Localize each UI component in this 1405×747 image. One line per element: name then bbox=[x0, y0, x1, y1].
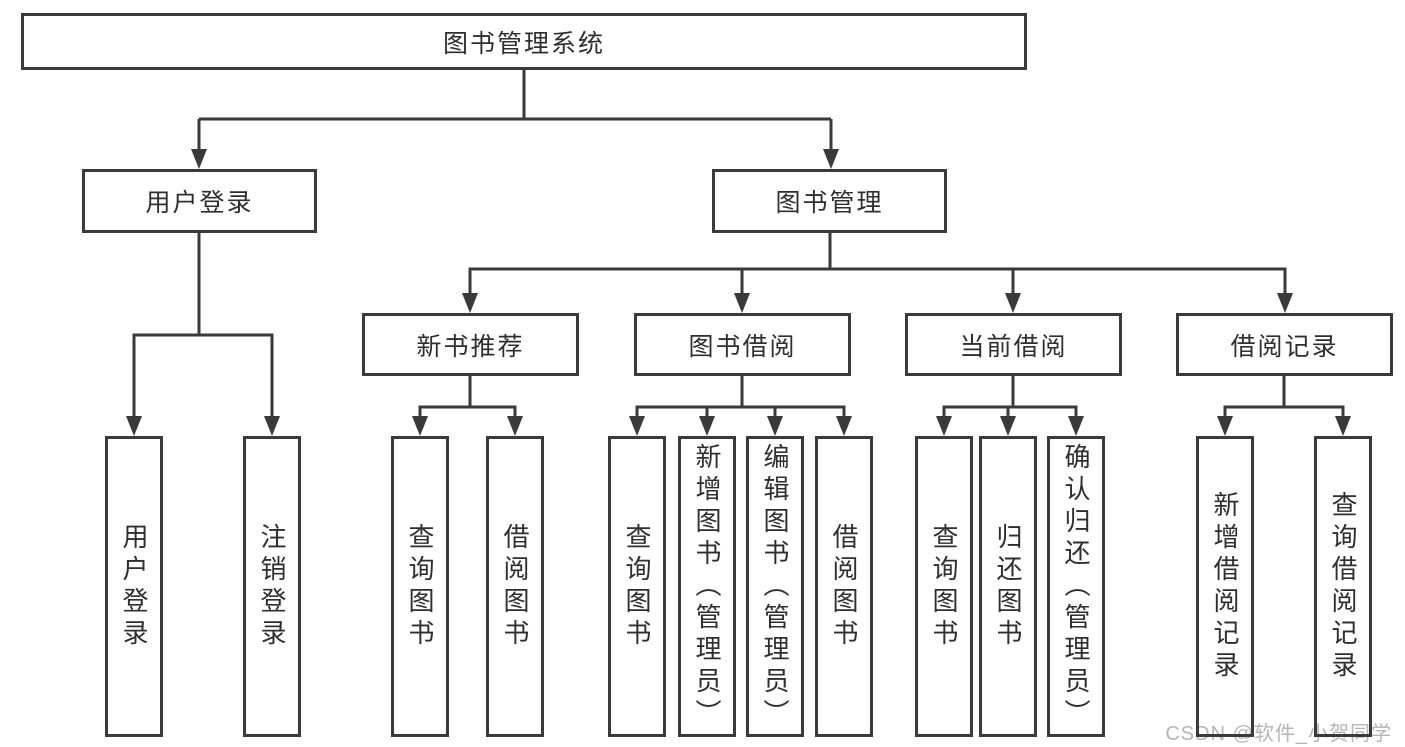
connector-current-borrow bbox=[942, 376, 1078, 417]
leaf-add-borrow-record: 新增借阅记录 bbox=[1196, 436, 1254, 737]
leaf-label: 查询图书 bbox=[929, 522, 959, 651]
connector-book-management bbox=[468, 233, 1287, 294]
leaf-label: 查询图书 bbox=[405, 522, 435, 651]
leaf-confirm-return-admin: 确认归还（管理员） bbox=[1047, 436, 1105, 737]
leaf-query-books-current: 查询图书 bbox=[915, 436, 973, 737]
arrowhead bbox=[699, 416, 715, 436]
arrowhead bbox=[836, 416, 852, 436]
leaf-label: 查询图书 bbox=[622, 522, 652, 651]
leaf-query-books-borrow: 查询图书 bbox=[608, 436, 666, 737]
arrowhead bbox=[462, 293, 478, 313]
leaf-label: 注销登录 bbox=[257, 522, 287, 651]
arrowhead bbox=[507, 416, 523, 436]
arrowhead bbox=[412, 416, 428, 436]
watermark: CSDN @软件_小贺同学 bbox=[1165, 723, 1392, 745]
node-borrow-records: 借阅记录 bbox=[1176, 313, 1393, 376]
leaf-label: 用户登录 bbox=[119, 522, 149, 651]
arrowhead bbox=[1277, 293, 1293, 313]
leaf-borrow-books-recommend: 借阅图书 bbox=[486, 436, 544, 737]
node-root: 图书管理系统 bbox=[21, 13, 1027, 70]
arrowhead bbox=[823, 149, 839, 169]
leaf-borrow-books: 借阅图书 bbox=[815, 436, 873, 737]
leaf-logout: 注销登录 bbox=[243, 436, 301, 737]
leaf-label: 归还图书 bbox=[993, 522, 1023, 651]
arrowhead bbox=[1068, 416, 1084, 436]
arrowhead bbox=[191, 149, 207, 169]
arrowhead bbox=[1217, 416, 1233, 436]
leaf-edit-book-admin: 编辑图书（管理员） bbox=[746, 436, 804, 737]
connector-user-login bbox=[132, 233, 274, 417]
leaf-label: 借阅图书 bbox=[500, 522, 530, 651]
leaf-add-book-admin: 新增图书（管理员） bbox=[678, 436, 736, 737]
leaf-label: 新增借阅记录 bbox=[1210, 490, 1240, 683]
node-book-management: 图书管理 bbox=[712, 169, 947, 233]
arrowhead bbox=[629, 416, 645, 436]
leaf-label: 确认归还（管理员） bbox=[1061, 442, 1091, 731]
node-current-borrow: 当前借阅 bbox=[905, 313, 1122, 376]
connector-borrow-records bbox=[1223, 376, 1345, 417]
node-new-book-recommend: 新书推荐 bbox=[362, 313, 579, 376]
leaf-label: 查询借阅记录 bbox=[1328, 490, 1358, 683]
connector-root bbox=[197, 70, 833, 150]
leaf-label: 借阅图书 bbox=[829, 522, 859, 651]
arrowhead bbox=[1000, 416, 1016, 436]
arrowhead bbox=[734, 293, 750, 313]
arrowhead bbox=[264, 416, 280, 436]
leaf-query-borrow-record: 查询借阅记录 bbox=[1314, 436, 1372, 737]
arrowheads bbox=[126, 149, 1351, 436]
leaf-query-books-recommend: 查询图书 bbox=[391, 436, 449, 737]
node-book-borrow: 图书借阅 bbox=[634, 313, 851, 376]
arrowhead bbox=[767, 416, 783, 436]
leaf-label: 新增图书（管理员） bbox=[692, 442, 722, 731]
arrowhead bbox=[1005, 293, 1021, 313]
connector-book-borrow bbox=[635, 376, 846, 417]
connector-new-book bbox=[418, 376, 517, 417]
leaf-user-login: 用户登录 bbox=[105, 436, 163, 737]
arrowhead bbox=[936, 416, 952, 436]
arrowhead bbox=[126, 416, 142, 436]
leaf-return-book: 归还图书 bbox=[979, 436, 1037, 737]
node-user-login: 用户登录 bbox=[82, 169, 317, 233]
arrowhead bbox=[1335, 416, 1351, 436]
leaf-label: 编辑图书（管理员） bbox=[760, 442, 790, 731]
